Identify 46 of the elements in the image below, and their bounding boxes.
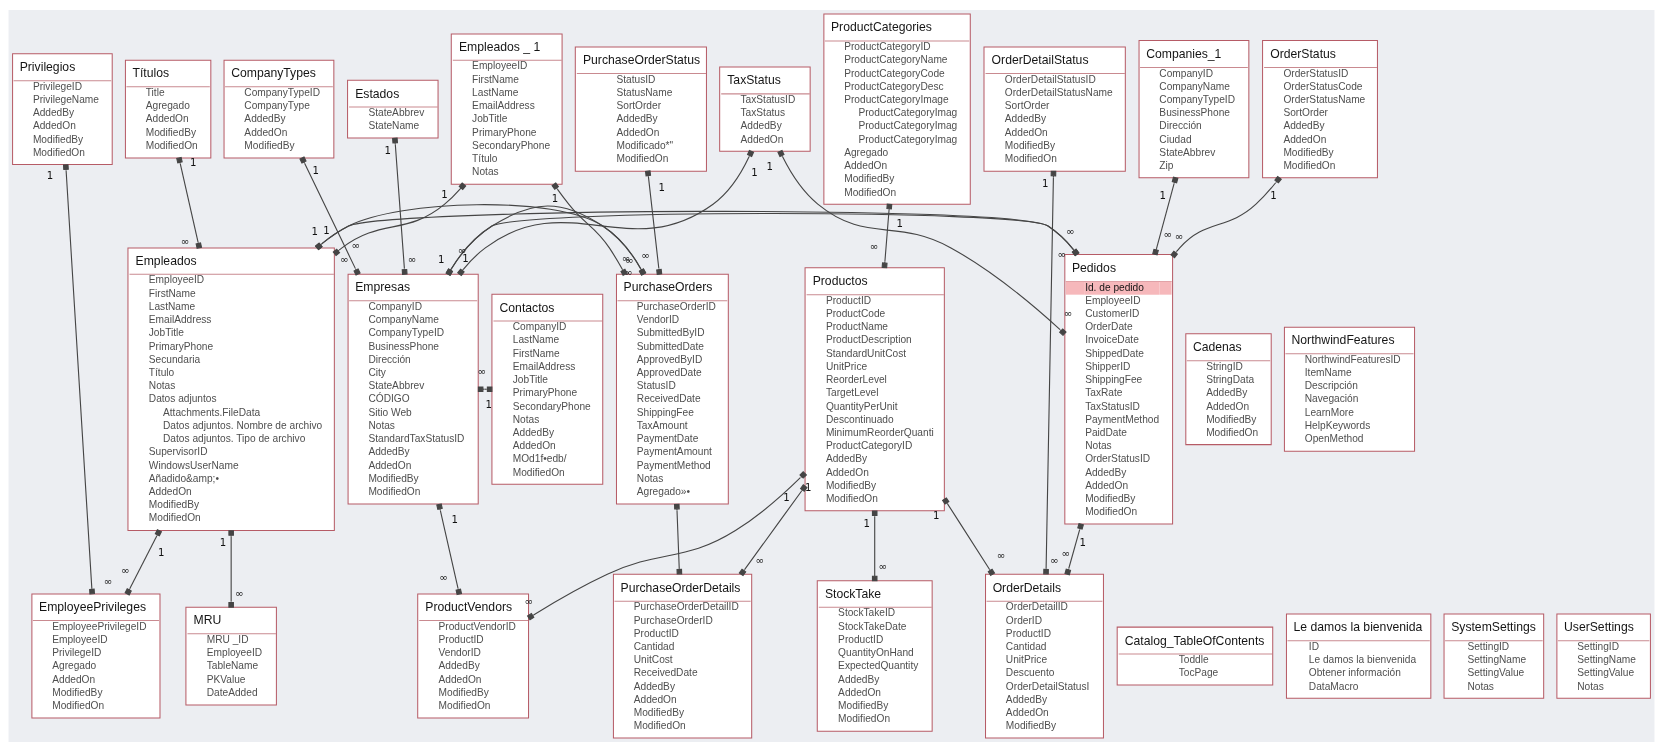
label: ∞	[869, 241, 879, 253]
label: 1	[783, 492, 790, 504]
label: ∞	[407, 254, 417, 266]
label: 1	[312, 164, 320, 176]
label: ∞	[1057, 249, 1066, 261]
label: 1	[1079, 537, 1086, 549]
label: 1	[1041, 177, 1049, 189]
label: 1	[190, 156, 197, 168]
label: ∞	[1063, 308, 1073, 320]
label: 1	[551, 193, 559, 205]
label: ∞	[103, 576, 113, 588]
label: 1	[1270, 189, 1277, 201]
label: 1	[896, 217, 904, 229]
label: ∞	[439, 571, 448, 583]
label: 1	[751, 167, 758, 179]
label: 1	[804, 481, 812, 493]
label: 1	[462, 253, 469, 265]
label: 1	[323, 224, 330, 236]
label: ∞	[641, 250, 650, 262]
label: 1	[219, 537, 227, 549]
label: 1	[158, 546, 165, 558]
label: ∞	[235, 587, 244, 599]
label: ∞	[878, 561, 888, 573]
label: ∞	[1061, 548, 1070, 560]
label: ∞	[1163, 229, 1173, 241]
label: ∞	[477, 366, 486, 378]
label: ∞	[351, 240, 361, 251]
label: 1	[485, 399, 492, 411]
label: 1	[766, 161, 773, 173]
label: ∞	[1174, 231, 1184, 243]
label: ∞	[1066, 226, 1075, 238]
label: 1	[1159, 189, 1166, 201]
label: ∞	[121, 565, 130, 577]
label: 1	[384, 145, 391, 157]
label: ∞	[1050, 554, 1059, 566]
label: 1	[311, 226, 319, 238]
label: 1	[863, 517, 870, 529]
label: 1	[451, 513, 458, 525]
label: ∞	[755, 555, 764, 567]
label: 1	[658, 182, 665, 194]
label: ∞	[339, 254, 349, 266]
label: 1	[933, 510, 940, 522]
label: ∞	[996, 550, 1006, 562]
label: 1	[437, 254, 445, 266]
label: 1	[441, 189, 448, 201]
label: ∞	[180, 236, 190, 248]
